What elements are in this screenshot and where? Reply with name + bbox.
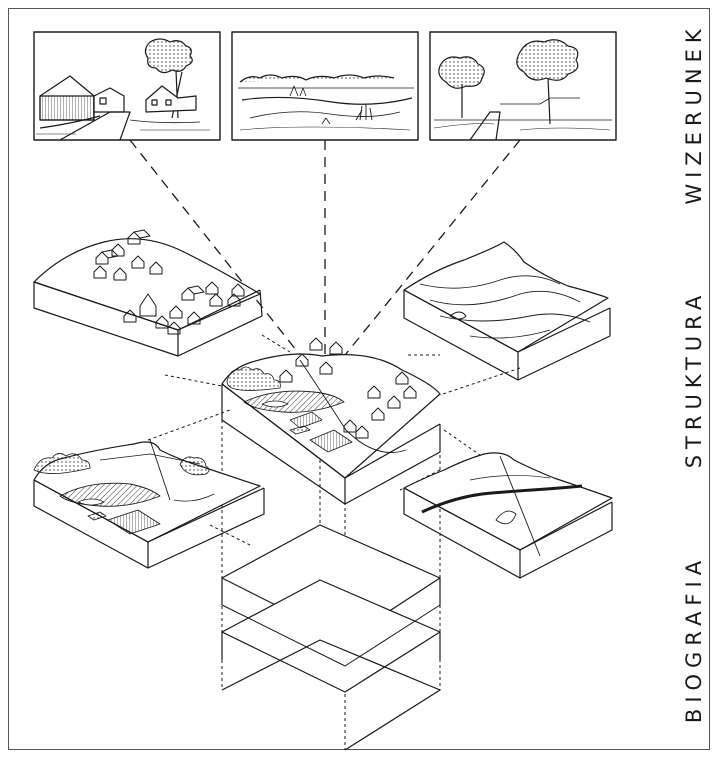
block-terrain: [404, 242, 610, 380]
label-wizerunek: WIZERUNEK: [680, 0, 708, 244]
label-biografia: BIOGRAFIA: [680, 509, 708, 769]
biography-stack: [222, 525, 440, 750]
sketch-village: [34, 32, 220, 140]
block-land-use: [34, 440, 264, 568]
label-struktura: STRUKTURA: [680, 249, 708, 509]
block-center: [222, 338, 440, 504]
sketch-meadow: [232, 32, 418, 140]
projection-lines: [130, 140, 520, 360]
sketch-trees: [430, 32, 616, 140]
block-road-network: [404, 453, 612, 578]
block-buildings: [34, 230, 262, 356]
